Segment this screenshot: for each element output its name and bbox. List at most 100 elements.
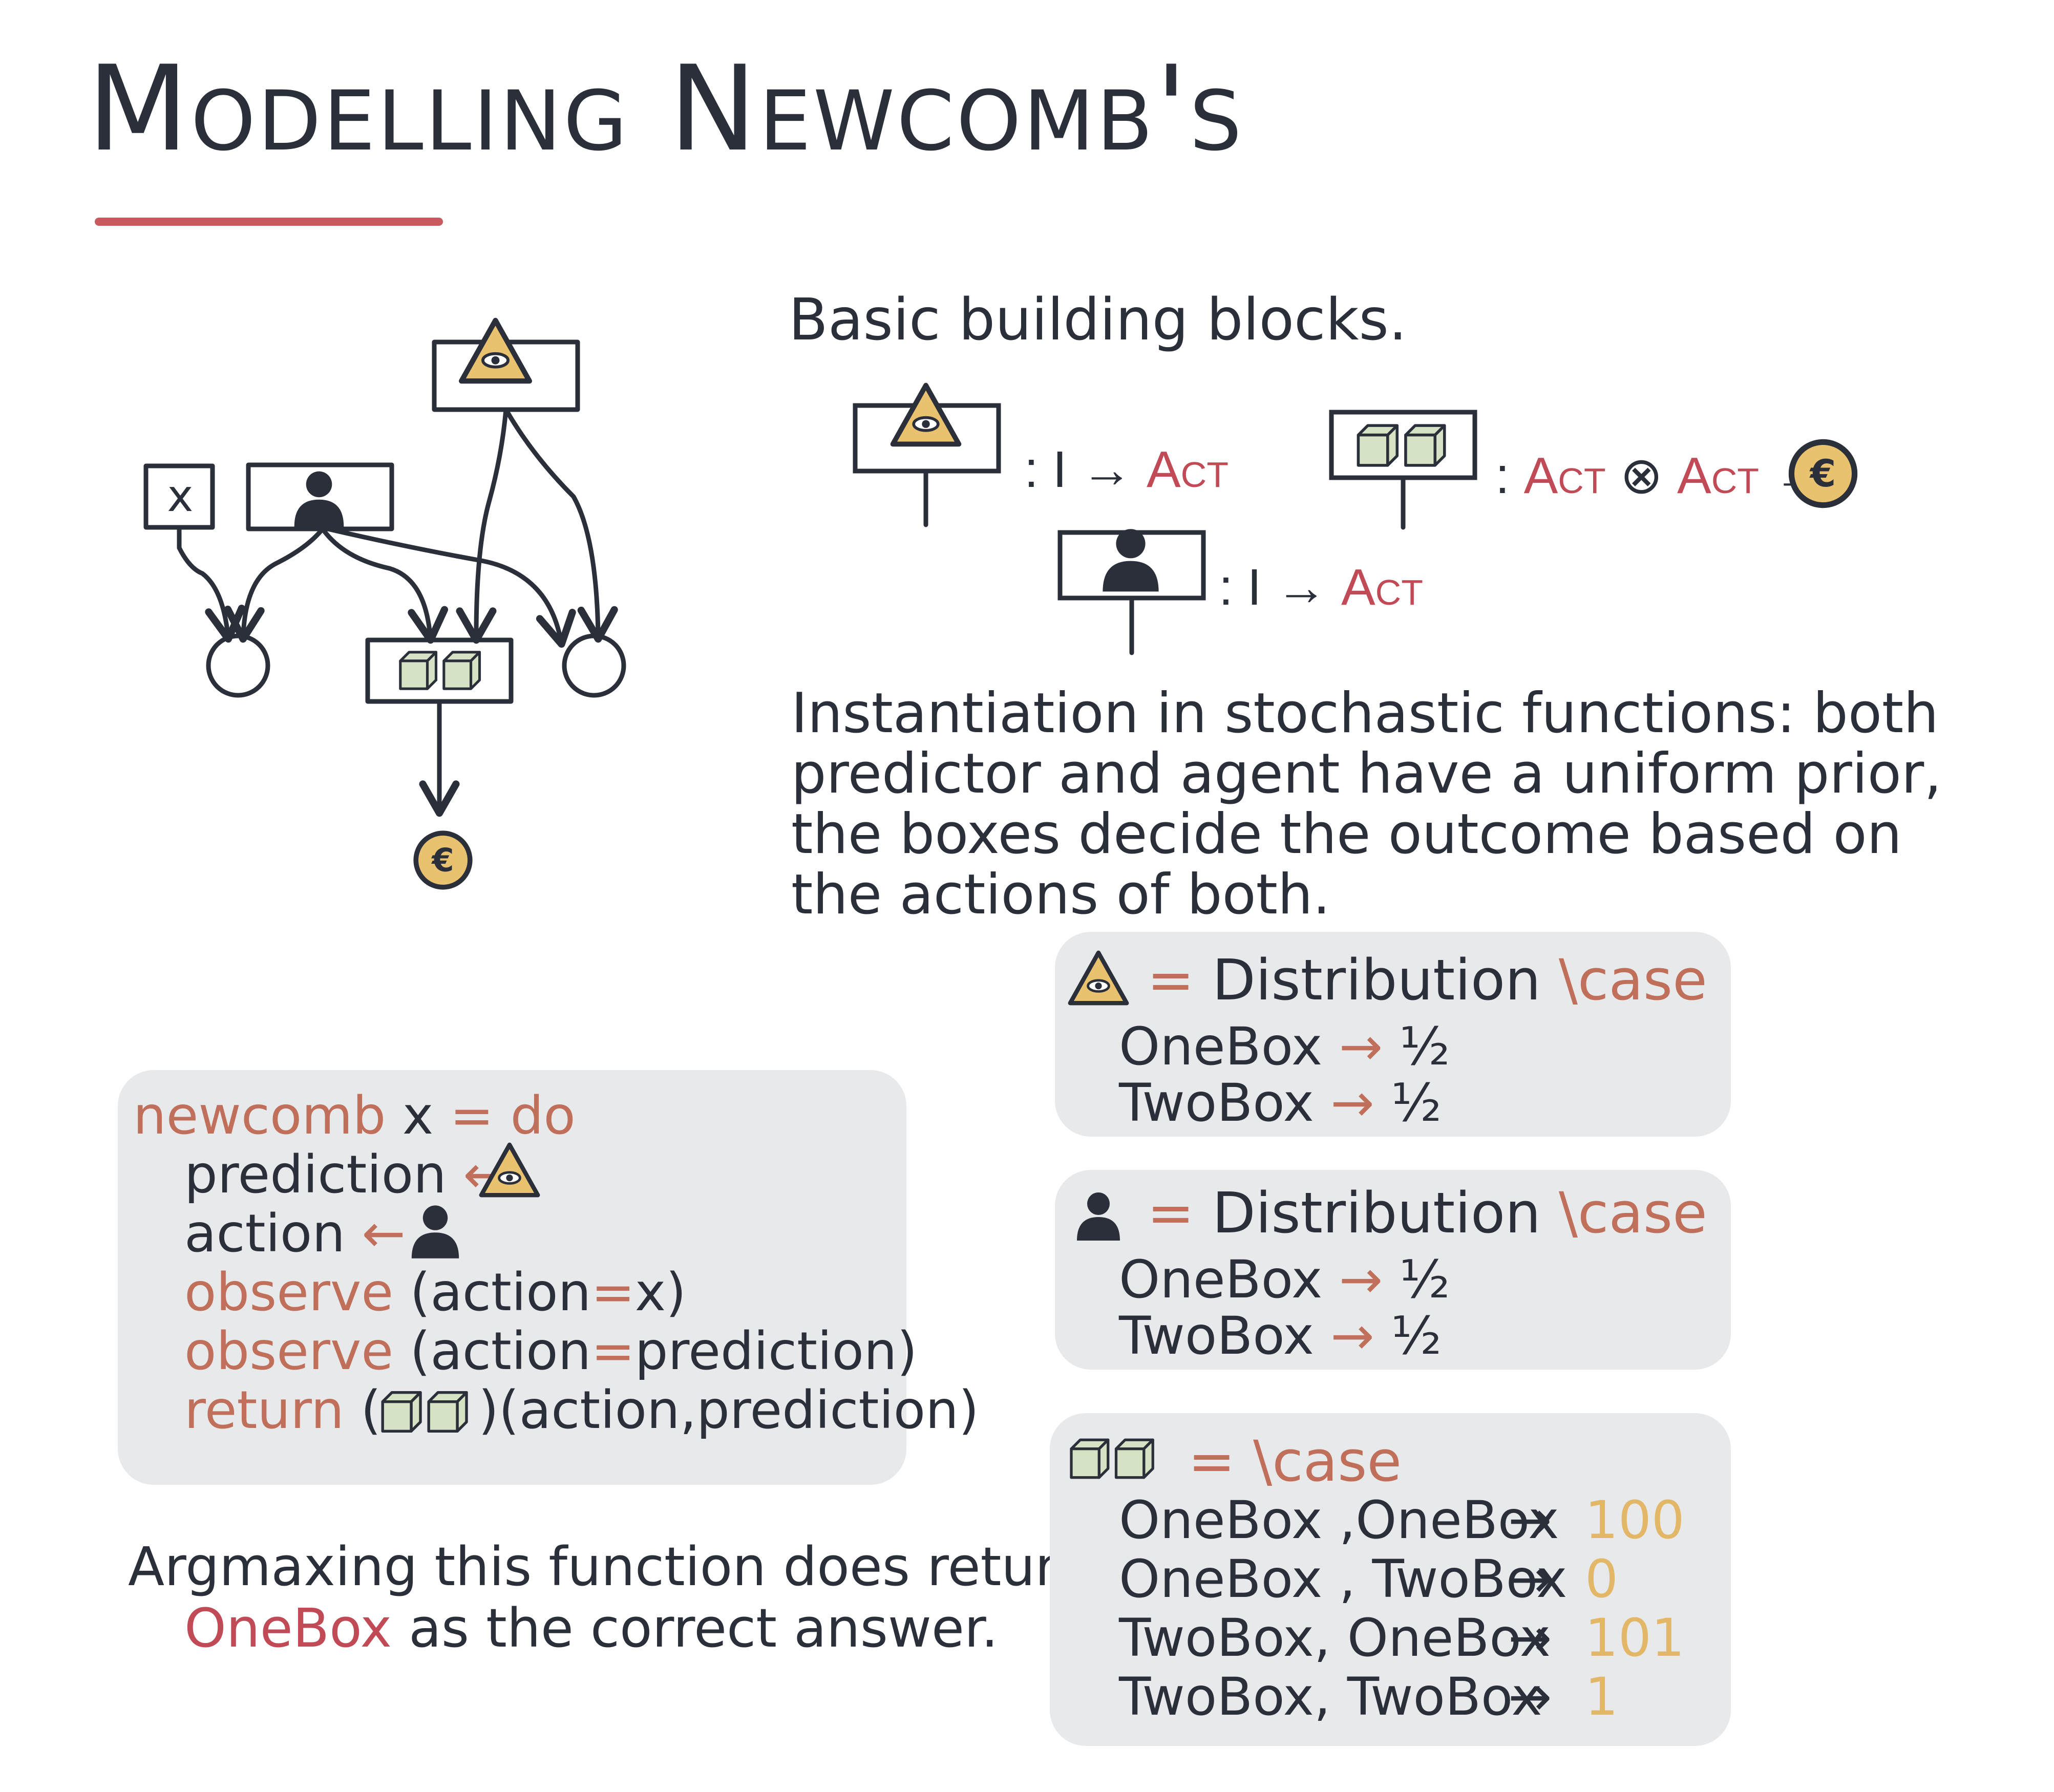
two-boxes-icon: [1068, 1436, 1157, 1481]
sig-output: Act: [1146, 441, 1229, 498]
payoff-row-value: 1: [1585, 1667, 1618, 1727]
code-line-2: prediction ←: [184, 1144, 507, 1205]
predictor-signature: : I → Act: [1024, 440, 1229, 499]
payoff-row-label: TwoBox, OneBox: [1119, 1608, 1551, 1669]
dist-case: \case: [1558, 1180, 1707, 1246]
agent-person-icon: [411, 1205, 459, 1258]
agent-person-icon: [1077, 1192, 1120, 1241]
sig-input: I: [1247, 559, 1262, 616]
predictor-eye-pyramid-icon: [479, 1142, 540, 1198]
dist-row-value: ½: [1399, 1016, 1450, 1077]
code-var-prediction: prediction: [184, 1144, 447, 1205]
sig-colon: :: [1495, 447, 1510, 504]
sig-input: I: [1052, 441, 1067, 498]
payoff-row-label: TwoBox, TwoBox: [1119, 1667, 1542, 1727]
dist-row-label: OneBox: [1119, 1016, 1323, 1077]
title-underline: [95, 218, 443, 226]
agent-dist-row: OneBox → ½: [1119, 1249, 1450, 1310]
edge-agent-to-left: [224, 526, 325, 643]
agent-dist-panel: [1055, 1170, 1731, 1370]
sig-colon: :: [1024, 441, 1039, 498]
dist-fn: Distribution: [1212, 1180, 1541, 1246]
dist-row-arrow: →: [1330, 1306, 1374, 1367]
dist-case: \case: [1558, 947, 1707, 1013]
sig-colon: :: [1219, 559, 1233, 616]
dist-row-arrow: →: [1339, 1016, 1383, 1077]
code-line-4: observe (action=x): [184, 1262, 686, 1323]
code-observe-open: (action: [410, 1321, 591, 1382]
code-observe-close: prediction): [634, 1321, 918, 1382]
payoff-row-arrow: →: [1508, 1490, 1552, 1551]
dist-row-value: ½: [1391, 1306, 1442, 1367]
block-agent: [1057, 529, 1206, 655]
payoff-case: \case: [1253, 1428, 1402, 1494]
payoff-row-label: OneBox , TwoBox: [1119, 1549, 1568, 1610]
predictor-dist-row: TwoBox → ½: [1119, 1073, 1442, 1134]
dist-row-label: OneBox: [1119, 1249, 1323, 1310]
causal-diagram: x: [143, 302, 626, 916]
predictor-dist-panel: [1055, 932, 1731, 1137]
euro-coin-icon: [1787, 438, 1859, 509]
predictor-dist-header: = Distribution \case: [1147, 947, 1707, 1013]
predictor-eye-pyramid-icon: [1068, 950, 1129, 1006]
predictor-dist-row: OneBox → ½: [1119, 1016, 1450, 1077]
agent-dist-row: TwoBox → ½: [1119, 1306, 1442, 1367]
euro-coin-icon: [416, 833, 470, 887]
sig-arrow: →: [1276, 559, 1327, 616]
code-var-action: action: [184, 1203, 345, 1264]
code-panel: [118, 1070, 906, 1485]
payoff-row: OneBox ,OneBox→100: [1119, 1490, 1685, 1551]
payoff-row: TwoBox, OneBox→101: [1119, 1608, 1685, 1669]
payoff-row: TwoBox, TwoBox→1: [1119, 1667, 1618, 1727]
diagram-x-label: x: [167, 471, 194, 522]
code-bind-arrow: ←: [362, 1203, 406, 1264]
dist-row-value: ½: [1391, 1073, 1442, 1134]
dist-row-value: ½: [1399, 1249, 1450, 1310]
block-boxes: [1329, 410, 1477, 530]
diagram-right-node: [562, 633, 626, 698]
dist-row-arrow: →: [1339, 1249, 1383, 1310]
edge-predictor-to-boxes: [456, 407, 509, 644]
payoff-row: OneBox , TwoBox→0: [1119, 1549, 1618, 1610]
sig-input-1: Act: [1523, 447, 1606, 504]
edge-predictor-to-right: [503, 407, 618, 643]
dist-row-label: TwoBox: [1119, 1073, 1314, 1134]
dist-eq: =: [1147, 1180, 1195, 1246]
diagram-boxes-node: [365, 637, 514, 704]
code-line-5: observe (action=prediction): [184, 1321, 917, 1382]
code-fn-name: newcomb: [133, 1085, 386, 1146]
payoff-panel: [1050, 1413, 1731, 1746]
code-observe: observe: [184, 1262, 394, 1323]
conclusion-line-1: Argmaxing this function does return: [128, 1535, 1090, 1598]
payoff-eq: =: [1188, 1428, 1236, 1494]
code-observe-close: x): [634, 1262, 686, 1323]
sig-output: Act: [1341, 559, 1423, 616]
code-eq: =: [450, 1085, 494, 1146]
payoff-row-value: 100: [1585, 1490, 1685, 1551]
sig-tensor: ⊗: [1620, 447, 1663, 504]
agent-dist-header: = Distribution \case: [1147, 1180, 1707, 1246]
code-observe-open: (action: [410, 1262, 591, 1323]
code-return: return: [184, 1380, 344, 1441]
sig-input-2: Act: [1677, 447, 1760, 504]
payoff-header: = \case: [1188, 1428, 1402, 1494]
boxes-signature: : Act ⊗ Act →: [1495, 445, 1825, 505]
code-line-6: return ()(action,prediction): [184, 1380, 979, 1441]
dist-row-arrow: →: [1330, 1073, 1374, 1134]
conclusion-text: Argmaxing this function does return OneB…: [128, 1536, 1090, 1659]
code-observe-eq: =: [591, 1321, 635, 1382]
code-observe-eq: =: [591, 1262, 635, 1323]
code-line-3: action ←: [184, 1203, 406, 1264]
edge-agent-to-right: [325, 526, 576, 648]
conclusion-answer: OneBox: [184, 1597, 392, 1659]
block-predictor: [853, 379, 1001, 527]
code-arg: x: [402, 1085, 434, 1146]
code-observe: observe: [184, 1321, 394, 1382]
code-line-1: newcomb x = do: [133, 1085, 576, 1146]
page-title: Modelling Newcomb's: [87, 41, 1244, 178]
payoff-row-arrow: →: [1508, 1549, 1552, 1610]
dist-fn: Distribution: [1212, 947, 1541, 1013]
two-boxes-icon: [379, 1388, 471, 1436]
code-return-close: )(action,prediction): [478, 1380, 979, 1441]
payoff-row-arrow: →: [1508, 1608, 1552, 1669]
